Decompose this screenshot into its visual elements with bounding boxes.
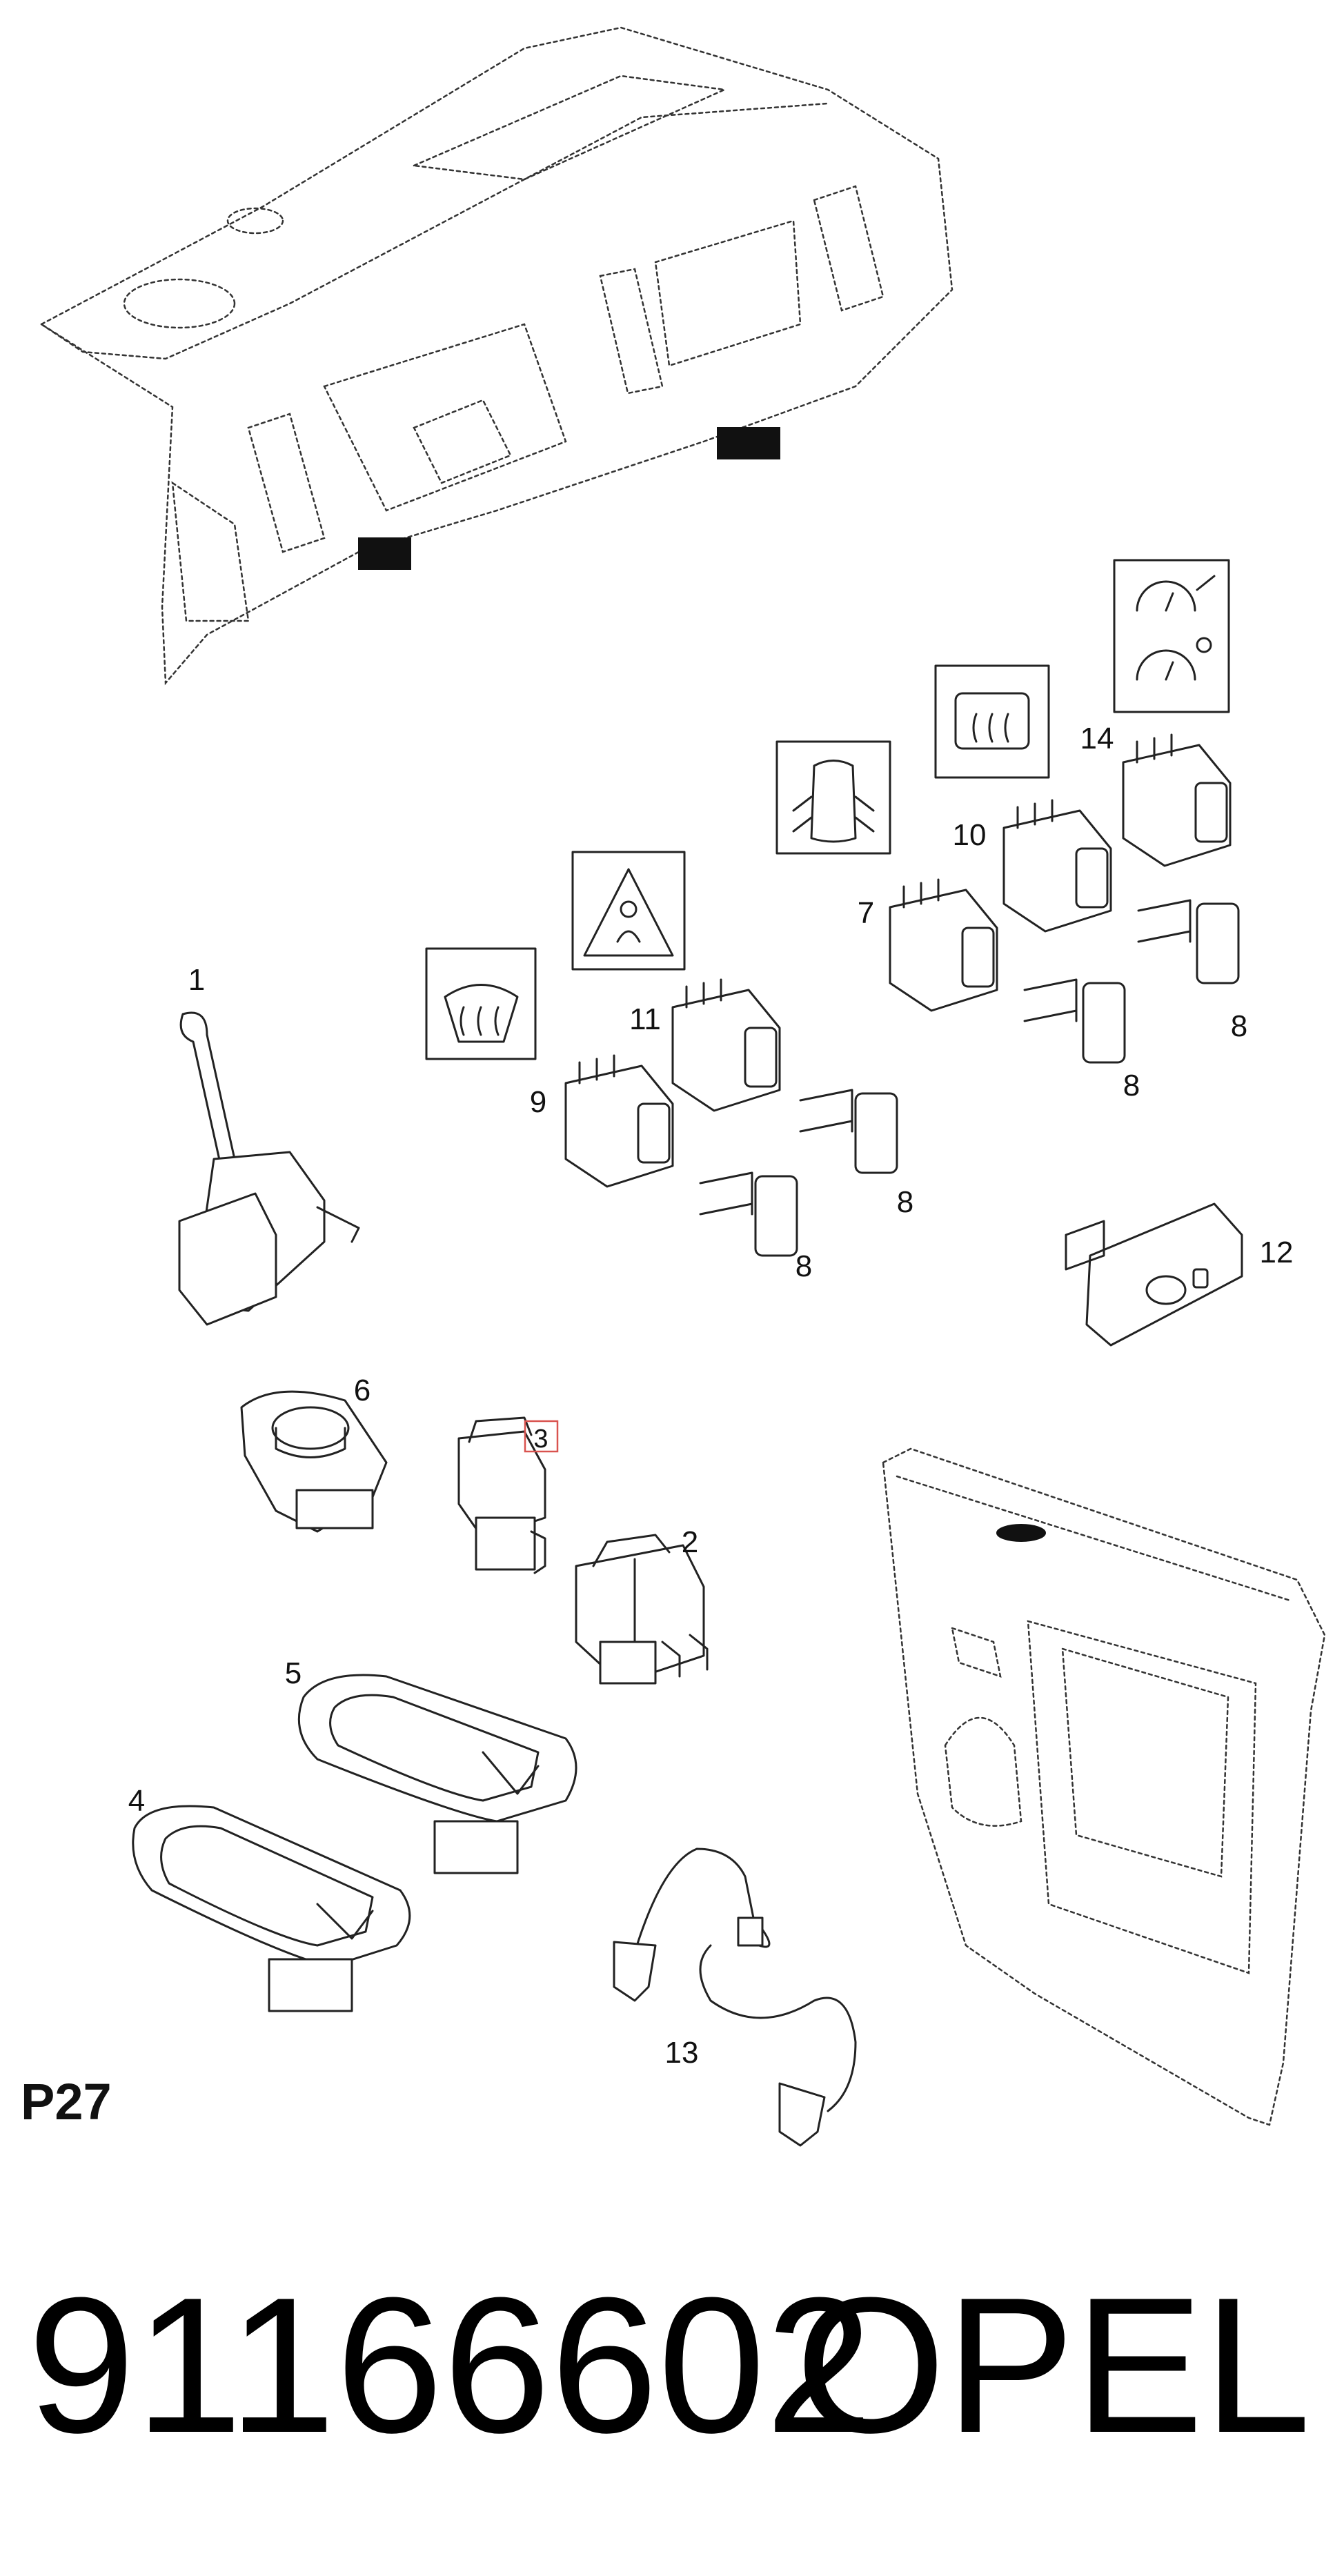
switch-9 xyxy=(564,1054,674,1188)
callout-11: 11 xyxy=(629,1002,661,1036)
callout-6: 6 xyxy=(354,1374,370,1407)
stalk-switch-1 xyxy=(178,1011,360,1326)
callout-14: 14 xyxy=(1080,722,1114,755)
gauge-icon xyxy=(1113,559,1230,713)
door-panel-illustration xyxy=(882,1447,1326,2126)
bezel-5 xyxy=(297,1674,577,1874)
callout-13: 13 xyxy=(665,2036,699,2070)
blank-cap-8c xyxy=(1023,978,1126,1064)
window-switch-3 xyxy=(457,1416,546,1574)
blank-cap-8b xyxy=(799,1089,898,1174)
callout-3: 3 xyxy=(533,1425,548,1454)
callout-8d: 8 xyxy=(1231,1009,1247,1043)
callout-9: 9 xyxy=(530,1085,546,1119)
door-ajar-icon xyxy=(775,740,891,855)
callout-2: 2 xyxy=(682,1525,698,1559)
blank-cap-8d xyxy=(1137,899,1240,984)
switch-11 xyxy=(671,978,781,1112)
switch-10 xyxy=(1002,799,1112,933)
blank-cap-8a xyxy=(699,1171,798,1257)
callout-5: 5 xyxy=(285,1656,302,1690)
callout-8b: 8 xyxy=(897,1185,913,1219)
traction-control-warning-icon xyxy=(571,851,686,971)
callout-4: 4 xyxy=(128,1784,145,1818)
callout-7: 7 xyxy=(858,896,874,930)
highlight-box-3 xyxy=(524,1420,559,1453)
switch-14 xyxy=(1122,733,1232,867)
mirror-switch-6 xyxy=(240,1390,388,1533)
callout-12: 12 xyxy=(1260,1236,1294,1269)
part-number: 91166602 xyxy=(28,2258,873,2473)
callout-8c: 8 xyxy=(1123,1069,1140,1102)
harness-13 xyxy=(613,1847,857,2147)
page-code: P27 xyxy=(21,2073,112,2130)
rear-window-heater-icon xyxy=(934,664,1050,779)
brand-name: OPEL xyxy=(795,2258,1311,2473)
switch-7 xyxy=(889,878,998,1012)
windshield-heater-icon xyxy=(425,947,537,1060)
light-switch-12 xyxy=(1065,1202,1243,1347)
callout-8a: 8 xyxy=(795,1249,812,1283)
callout-1: 1 xyxy=(188,963,205,997)
callout-10: 10 xyxy=(953,818,987,852)
bezel-4 xyxy=(132,1805,411,2012)
dashboard-illustration xyxy=(39,26,953,686)
window-switch-double-2 xyxy=(575,1534,709,1685)
